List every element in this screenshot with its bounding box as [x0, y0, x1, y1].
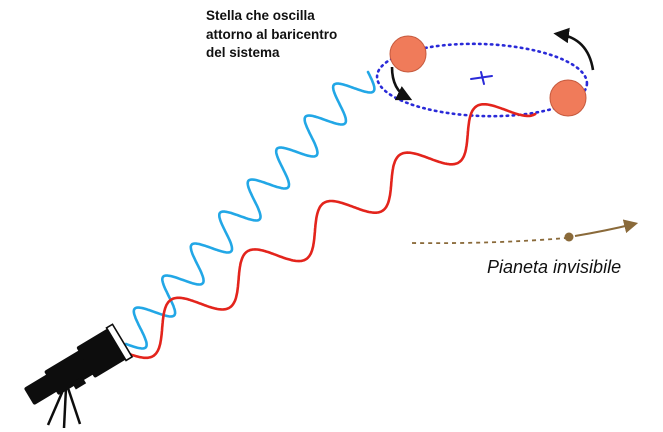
star-icon	[390, 36, 426, 72]
star-caption-line: attorno al baricentro	[206, 26, 337, 45]
star-icon	[550, 80, 586, 116]
red-shifted-light-wave	[124, 104, 535, 357]
star-caption: Stella che oscilla attorno al baricentro…	[206, 7, 337, 63]
blue-shifted-light-wave	[126, 72, 374, 349]
telescope-icon	[19, 324, 132, 428]
orbit-direction-arrow	[558, 34, 593, 70]
planet-direction-arrow	[575, 224, 634, 236]
barycenter-icon	[471, 72, 492, 84]
planet-path	[412, 238, 566, 243]
star-caption-line: Stella che oscilla	[206, 7, 337, 26]
planet-caption: Pianeta invisibile	[487, 257, 621, 278]
planet-icon	[565, 233, 574, 242]
star-caption-line: del sistema	[206, 44, 337, 63]
